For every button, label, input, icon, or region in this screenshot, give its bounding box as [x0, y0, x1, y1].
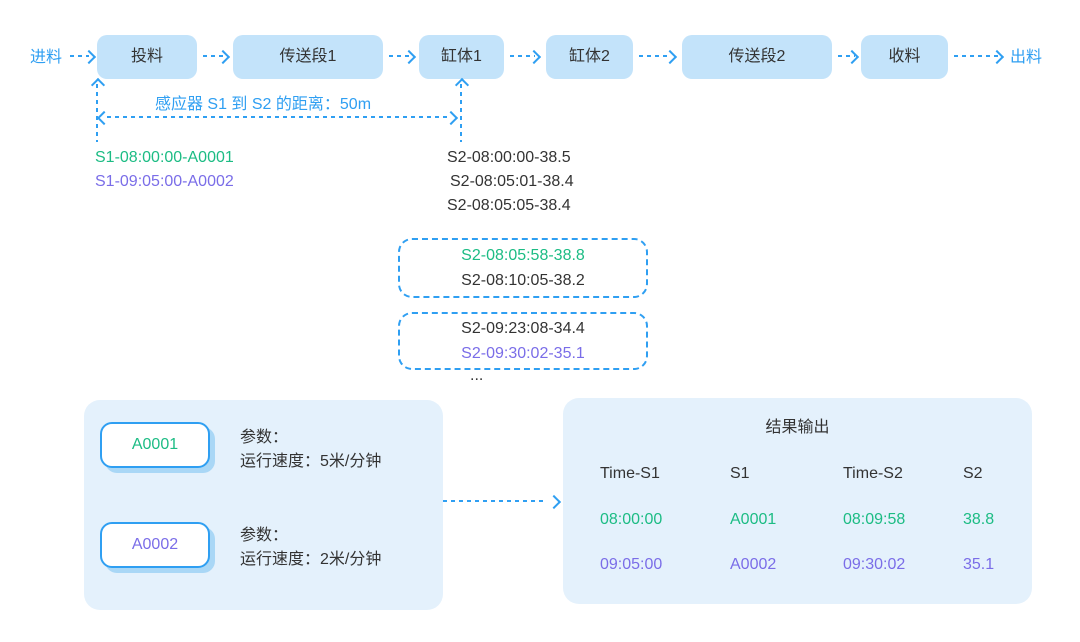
- results-title: 结果输出: [765, 419, 830, 436]
- param-speed: 运行速度：5米/分钟: [240, 453, 382, 470]
- s1-record: S1-08:00:00-A0001: [95, 149, 234, 166]
- results-header: S1: [730, 465, 750, 482]
- material-card: A0001: [100, 422, 210, 468]
- flow-stage-box: 传送段2: [682, 35, 832, 79]
- results-cell: 08:00:00: [600, 511, 663, 528]
- flow-output-label: 出料: [1010, 49, 1043, 66]
- results-panel: 结果输出 Time-S1 S1 Time-S2 S2 08:00:00 A000…: [563, 398, 1032, 604]
- panel-connector-line: [443, 500, 547, 502]
- flow-stage-box: 传送段1: [233, 35, 383, 79]
- distance-label: 感应器 S1 到 S2 的距离：50m: [154, 96, 372, 113]
- s2-record: S2-08:05:58-38.8: [461, 246, 585, 264]
- results-header: Time-S1: [600, 465, 660, 482]
- results-header: S2: [963, 465, 983, 482]
- distance-dashed-line: [107, 116, 450, 118]
- arrow-right-icon: [215, 49, 231, 65]
- results-cell: 09:05:00: [600, 556, 663, 573]
- arrow-up-icon: [90, 77, 106, 93]
- dashed-arrow-line: [954, 55, 999, 57]
- dashed-arrow-line: [639, 55, 671, 57]
- material-params: 参数： 运行速度：2米/分钟: [240, 524, 381, 572]
- s2-record: S2-09:30:02-35.1: [461, 344, 585, 362]
- flow-stage-box: 投料: [97, 35, 197, 79]
- results-cell: A0002: [730, 556, 777, 573]
- flow-stage-box: 缸体1: [419, 35, 504, 79]
- results-cell: 38.8: [963, 511, 995, 528]
- results-cell: A0001: [730, 511, 777, 528]
- results-header: Time-S2: [843, 465, 903, 482]
- param-speed: 运行速度：2米/分钟: [240, 551, 382, 568]
- arrow-right-icon: [401, 49, 417, 65]
- results-header-row: Time-S1 S1 Time-S2 S2: [600, 464, 1032, 484]
- arrow-right-icon: [844, 49, 860, 65]
- arrow-left-icon: [96, 110, 112, 126]
- arrow-right-icon: [81, 49, 97, 65]
- s2-record: S2-09:23:08-34.4: [461, 319, 585, 337]
- dashed-arrow-line: [838, 55, 855, 57]
- materials-panel: A0001 参数： 运行速度：5米/分钟 A0002 参数： 运行速度：2米/分…: [84, 400, 443, 610]
- arrow-right-icon: [989, 49, 1005, 65]
- results-cell: 08:09:58: [843, 511, 906, 528]
- s2-record: S2-08:05:01-38.4: [450, 173, 574, 190]
- flow-stage-box: 收料: [861, 35, 948, 79]
- dashed-arrow-line: [389, 55, 409, 57]
- param-title: 参数：: [240, 429, 289, 446]
- s2-record: S2-08:00:00-38.5: [447, 149, 571, 166]
- flow-stage-box: 缸体2: [546, 35, 633, 79]
- arrow-right-icon: [526, 49, 542, 65]
- dashed-arrow-line: [203, 55, 223, 57]
- material-card: A0002: [100, 522, 210, 568]
- param-title: 参数：: [240, 527, 289, 544]
- s2-record-group: S2-08:05:58-38.8 S2-08:10:05-38.2: [398, 238, 648, 298]
- arrow-up-icon: [454, 77, 470, 93]
- results-cell: 35.1: [963, 556, 995, 573]
- sensor-s2-dashed-line: [460, 84, 462, 142]
- results-row: 09:05:00 A0002 09:30:02 35.1: [600, 555, 1032, 575]
- arrow-right-icon: [662, 49, 678, 65]
- s2-record-group: S2-09:23:08-34.4 S2-09:30:02-35.1: [398, 312, 648, 370]
- ellipsis-label: ...: [470, 367, 484, 384]
- arrow-right-icon: [546, 494, 562, 510]
- results-cell: 09:30:02: [843, 556, 906, 573]
- material-params: 参数： 运行速度：5米/分钟: [240, 426, 381, 474]
- s2-record: S2-08:05:05-38.4: [447, 197, 571, 214]
- arrow-right-icon: [443, 110, 459, 126]
- s2-record: S2-08:10:05-38.2: [461, 271, 585, 289]
- results-row: 08:00:00 A0001 08:09:58 38.8: [600, 510, 1032, 530]
- s1-record: S1-09:05:00-A0002: [95, 173, 234, 190]
- dashed-arrow-line: [510, 55, 535, 57]
- dashed-arrow-line: [70, 55, 89, 57]
- flow-input-label: 进料: [30, 49, 63, 66]
- sensor-s1-dashed-line: [96, 84, 98, 142]
